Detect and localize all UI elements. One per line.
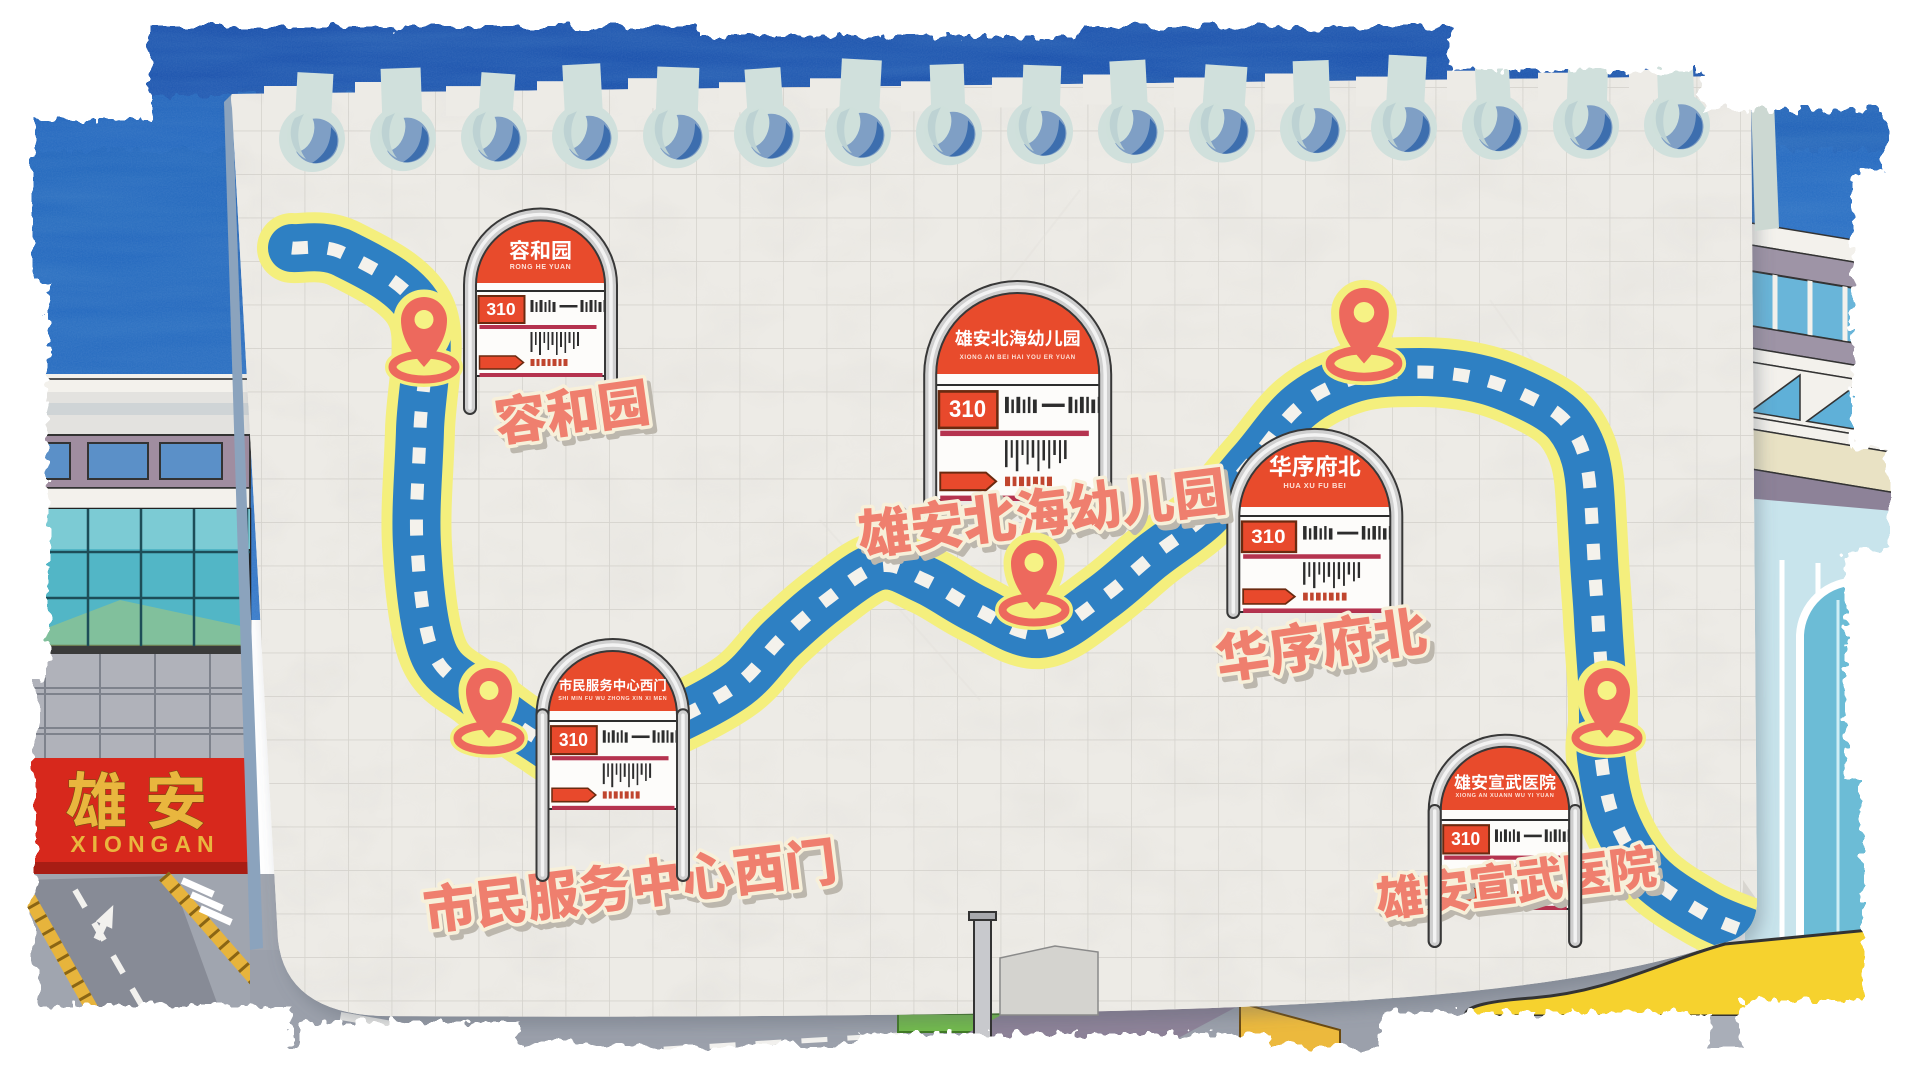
svg-text:310: 310 — [949, 395, 986, 422]
svg-text:XIONG AN XUANN WU YI YUAN: XIONG AN XUANN WU YI YUAN — [1456, 793, 1555, 799]
svg-text:XIONG AN BEI HAI YOU ER YUAN: XIONG AN BEI HAI YOU ER YUAN — [960, 354, 1076, 361]
svg-text:SHI MIN FU WU ZHONG XIN XI MEN: SHI MIN FU WU ZHONG XIN XI MEN — [558, 696, 667, 702]
svg-text:RONG HE YUAN: RONG HE YUAN — [510, 264, 572, 271]
svg-text:310: 310 — [559, 730, 588, 750]
svg-text:310: 310 — [1251, 526, 1285, 548]
svg-text:XIONGAN: XIONGAN — [70, 831, 219, 857]
svg-text:HUA XU FU BEI: HUA XU FU BEI — [1283, 481, 1346, 490]
svg-text:310: 310 — [486, 299, 515, 319]
svg-text:310: 310 — [1451, 829, 1480, 849]
